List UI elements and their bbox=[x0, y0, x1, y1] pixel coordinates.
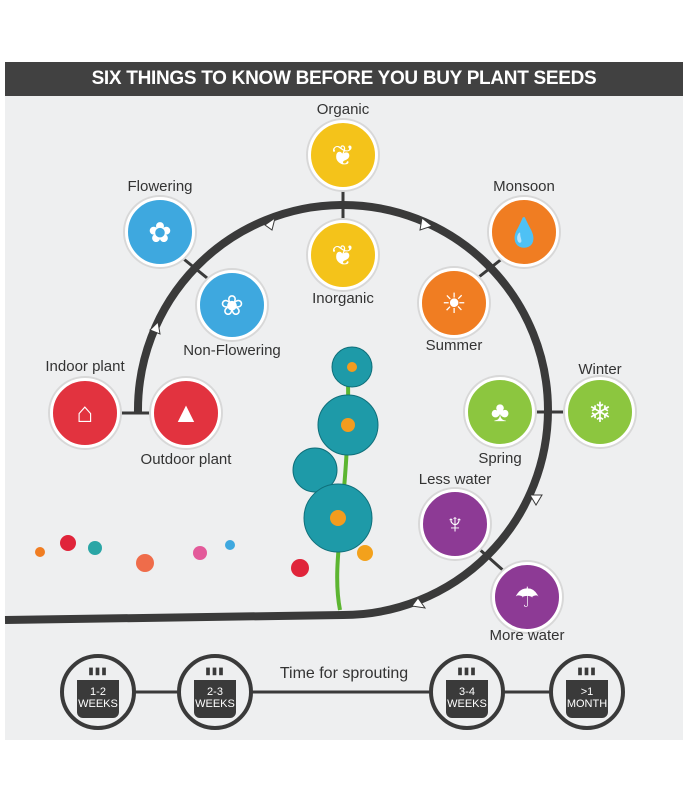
spring-node: ♣ bbox=[465, 377, 535, 447]
spring-label: Spring bbox=[478, 450, 522, 467]
flower-icon: ✿ bbox=[148, 216, 172, 248]
inorganic-node: ❦ bbox=[308, 220, 378, 290]
cactus-icon: ♆ bbox=[444, 508, 466, 539]
connector bbox=[477, 546, 506, 574]
tall-flower bbox=[292, 346, 379, 611]
seedling-hand-icon: ❦ bbox=[331, 139, 355, 171]
tree-icon: ♣ bbox=[490, 396, 510, 427]
sun-icon: ☀ bbox=[441, 287, 467, 319]
indoor-node: ⌂ bbox=[50, 378, 120, 448]
outdoor-node: ▲ bbox=[151, 378, 221, 448]
less-water-node: ♆ bbox=[420, 489, 490, 559]
timeline-unit: WEEKS bbox=[195, 698, 235, 710]
arrow-icon bbox=[149, 320, 161, 335]
flowering-node: ✿ bbox=[125, 197, 195, 267]
raindrops-icon: 💧 bbox=[506, 216, 542, 248]
non-flowering-node: ❀ bbox=[197, 270, 267, 340]
timeline-range: 2-3 bbox=[207, 686, 223, 698]
organic-node: ❦ bbox=[308, 120, 378, 190]
mountain-icon: ▲ bbox=[172, 397, 200, 428]
seedling-icon: ❦ bbox=[331, 239, 355, 271]
snowflake-icon: ❄ bbox=[588, 396, 612, 428]
house-plant-icon: ⌂ bbox=[76, 397, 94, 428]
arrow-icon bbox=[411, 597, 427, 609]
more-water-label: More water bbox=[489, 627, 565, 644]
timeline-range: 3-4 bbox=[459, 686, 475, 698]
monsoon-node: 💧 bbox=[489, 197, 559, 267]
small-flowers bbox=[35, 535, 373, 577]
more-water-node: ☂ bbox=[492, 562, 562, 632]
page-title: SIX THINGS TO KNOW BEFORE YOU BUY PLANT … bbox=[5, 62, 683, 96]
less-water-label: Less water bbox=[418, 471, 492, 488]
bud-icon: ❀ bbox=[220, 289, 244, 321]
monsoon-label: Monsoon bbox=[493, 178, 555, 195]
timeline-range: 1-2 bbox=[90, 686, 106, 698]
arrow-icon bbox=[529, 494, 543, 506]
timeline-unit: WEEKS bbox=[447, 698, 487, 710]
indoor-label: Indoor plant bbox=[45, 358, 125, 375]
arrow-icon bbox=[419, 217, 434, 231]
outdoor-label: Outdoor plant bbox=[140, 451, 232, 468]
timeline-label: Time for sprouting bbox=[279, 665, 409, 682]
timeline-range: >1 bbox=[580, 686, 594, 698]
flowering-label: Flowering bbox=[127, 178, 193, 195]
watering-can-icon: ☂ bbox=[514, 581, 540, 613]
non-flowering-label: Non-Flowering bbox=[183, 342, 281, 359]
connector bbox=[179, 254, 213, 284]
timeline-unit: WEEKS bbox=[78, 698, 118, 710]
summer-node: ☀ bbox=[419, 268, 489, 338]
connector bbox=[474, 256, 504, 282]
inorganic-label: Inorganic bbox=[312, 290, 374, 307]
summer-label: Summer bbox=[425, 337, 483, 354]
winter-node: ❄ bbox=[565, 377, 635, 447]
winter-label: Winter bbox=[578, 361, 622, 378]
organic-label: Organic bbox=[316, 101, 370, 118]
arrow-icon bbox=[264, 216, 276, 231]
timeline-unit: MONTH bbox=[566, 698, 608, 710]
